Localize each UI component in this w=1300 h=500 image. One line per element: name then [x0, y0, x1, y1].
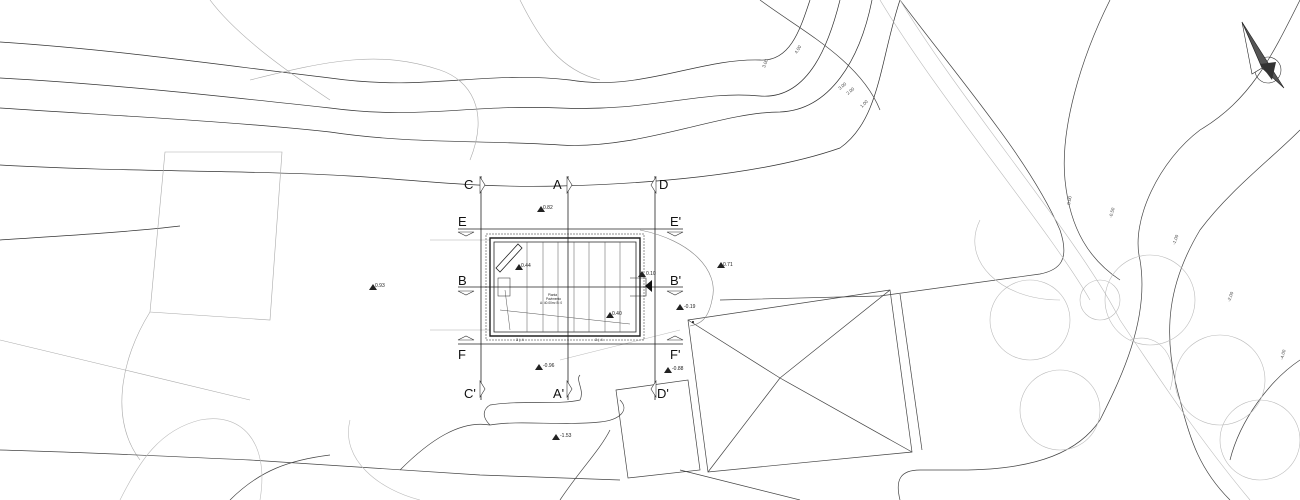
section-arrow-d	[650, 175, 657, 195]
level-marker: 0.93	[369, 283, 385, 290]
level-marker: 0.82	[537, 205, 553, 212]
svg-text:0.44: 0.44	[521, 263, 531, 269]
room-label-line2: Pavimento	[546, 297, 561, 301]
section-label-c: C	[464, 177, 473, 192]
svg-text:0.93: 0.93	[375, 283, 385, 289]
contour-lines	[0, 0, 901, 241]
section-label-b-prime: B'	[670, 273, 681, 288]
svg-text:-0.19: -0.19	[684, 304, 696, 310]
contour-line	[0, 0, 873, 146]
section-label-f: F	[458, 347, 466, 362]
level-marker: -0.19	[676, 304, 696, 310]
svg-text:-4.00: -4.00	[1279, 349, 1287, 361]
svg-text:1.00: 1.00	[859, 99, 869, 109]
survey-point	[692, 321, 694, 323]
north-arrow-icon	[1241, 21, 1285, 89]
svg-text:-0.88: -0.88	[672, 366, 684, 372]
north-bump	[639, 229, 714, 327]
section-arrow-b-prime	[666, 290, 684, 296]
level-marker: 0.10	[638, 271, 656, 277]
svg-text:-2.00: -2.00	[1226, 291, 1234, 303]
east-road	[719, 0, 1300, 500]
svg-text:0.40: 0.40	[612, 311, 622, 317]
section-label-d: D	[659, 177, 668, 192]
dimension-label: 3 | 4	[595, 337, 603, 342]
section-label-f-prime: F'	[670, 347, 680, 362]
section-arrow-b	[457, 290, 475, 296]
section-arrow-c	[479, 175, 486, 195]
south-east-building	[615, 289, 923, 479]
section-arrow-f	[457, 335, 475, 341]
svg-text:0.82: 0.82	[543, 205, 553, 211]
contour-line	[0, 0, 811, 84]
level-marker: 0.40	[606, 311, 622, 318]
section-lines	[458, 176, 683, 400]
south-paths	[0, 374, 801, 500]
section-labels: C A D E E' B B' F F' C' A' D'	[458, 177, 681, 401]
section-label-a-prime: A'	[553, 386, 564, 401]
east-faint-lines	[879, 0, 1300, 500]
room-label-line3: A: 40.00m² B: 0	[540, 301, 562, 305]
svg-text:3.00: 3.00	[761, 58, 769, 68]
svg-text:-0.96: -0.96	[543, 363, 555, 369]
section-arrow-e	[457, 231, 475, 237]
building-outline	[489, 237, 641, 337]
main-building	[485, 233, 647, 341]
faint-lines	[0, 0, 601, 461]
svg-text:2.00: 2.00	[845, 86, 855, 96]
section-label-e-prime: E'	[670, 214, 681, 229]
section-label-a: A	[553, 177, 562, 192]
room-label: Planta Pavimento A: 40.00m² B: 0	[540, 293, 562, 305]
svg-text:0.71: 0.71	[723, 262, 733, 268]
level-marker: 0.44	[515, 263, 531, 270]
svg-text:-1.53: -1.53	[560, 433, 572, 439]
contour-labels: 3.00 4.00 3.00 2.00 1.00 0.00 -0.50 -1.0…	[761, 44, 1287, 360]
level-marker: -1.53	[552, 433, 572, 440]
section-label-c-prime: C'	[464, 386, 476, 401]
section-arrow-a	[566, 175, 573, 195]
contour-line	[0, 0, 841, 113]
room-label-line1: Planta	[548, 293, 557, 297]
contour-line	[0, 0, 901, 187]
south-faint-lines	[119, 329, 681, 500]
section-arrow-d-prime	[650, 379, 657, 399]
level-marker: -0.96	[535, 363, 555, 370]
section-label-b: B	[458, 273, 467, 288]
level-marker: -0.88	[664, 366, 684, 373]
svg-text:0.10: 0.10	[646, 271, 656, 277]
section-markers	[457, 175, 684, 399]
section-arrow-e-prime	[666, 231, 684, 237]
section-arrow-a-prime	[566, 379, 573, 399]
level-markers: 0.82 0.93 0.44 0.40 0.10 0.71 -0.19 -0.	[369, 205, 733, 440]
svg-text:-1.00: -1.00	[1171, 234, 1179, 246]
contour-line	[0, 225, 181, 241]
level-marker: 0.71	[717, 262, 733, 268]
section-label-d-prime: D'	[657, 386, 669, 401]
svg-text:0.00: 0.00	[1066, 195, 1073, 205]
section-arrow-c-prime	[479, 379, 486, 399]
svg-text:4.00: 4.00	[794, 44, 803, 55]
section-label-e: E	[458, 214, 467, 229]
svg-text:3.00: 3.00	[837, 81, 847, 91]
east-door-marker	[645, 280, 652, 292]
section-arrow-f-prime	[666, 335, 684, 341]
dimension-label: 3 | 4	[516, 337, 524, 342]
svg-text:-0.50: -0.50	[1108, 207, 1116, 219]
